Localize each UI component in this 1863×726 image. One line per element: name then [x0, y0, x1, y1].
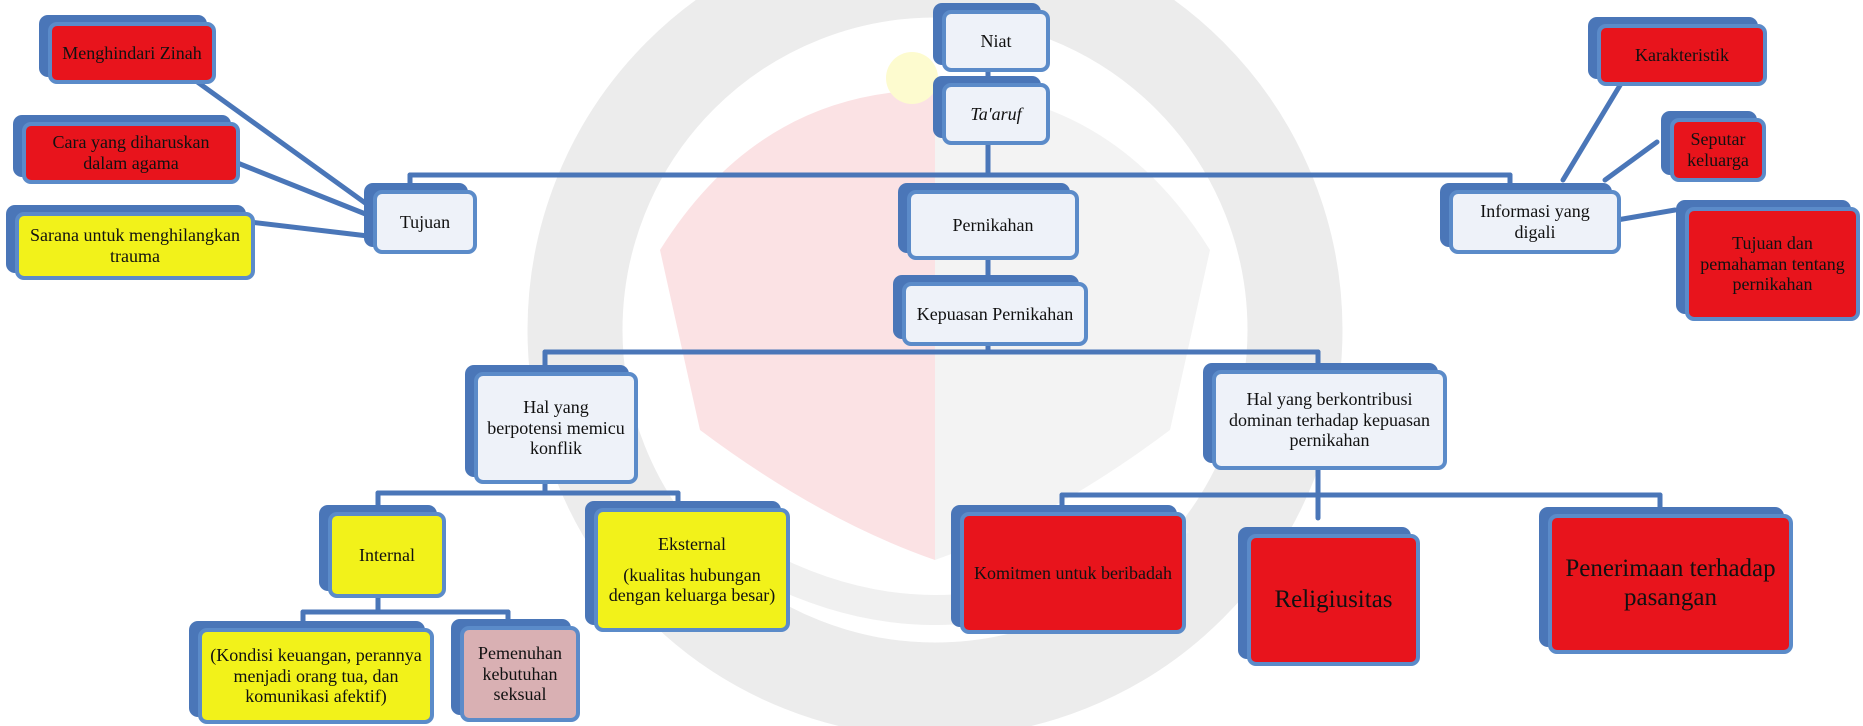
tujuan-label: Tujuan: [399, 211, 451, 232]
pernikahan-node: Pernikahan: [907, 190, 1079, 260]
cara-agama-node: Cara yang diharuskan dalam agama: [22, 122, 240, 184]
konflik-node: Hal yang berpotensi memicu konflik: [474, 372, 638, 484]
seputar-keluarga-label: Seputar keluarga: [1687, 129, 1749, 170]
eksternal-node: Eksternal (kualitas hubungan dengan kelu…: [594, 508, 790, 632]
informasi-node: Informasi yang digali: [1449, 190, 1621, 254]
kondisi-keuangan-label: (Kondisi keuangan, perannya menjadi oran…: [210, 644, 422, 707]
menghindari-zinah-label: Menghindari Zinah: [62, 42, 202, 63]
kepuasan-pernikahan-node: Kepuasan Pernikahan: [902, 282, 1088, 346]
pernikahan-label: Pernikahan: [952, 214, 1034, 235]
kepuasan-pernikahan-label: Kepuasan Pernikahan: [916, 303, 1074, 324]
cara-agama-label: Cara yang diharuskan dalam agama: [52, 132, 210, 173]
penerimaan-pasangan-label: Penerimaan terhadap pasangan: [1565, 555, 1776, 611]
karakteristik-node: Karakteristik: [1597, 24, 1767, 86]
eksternal-text: Eksternal (kualitas hubungan dengan kelu…: [604, 534, 780, 606]
eksternal-title: Eksternal: [658, 533, 726, 554]
religiusitas-node: Religiusitas: [1247, 534, 1420, 666]
karakteristik-label: Karakteristik: [1635, 44, 1729, 65]
informasi-label: Informasi yang digali: [1480, 201, 1590, 242]
tujuan-pemahaman-label: Tujuan dan pemahaman tentang pernikahan: [1700, 232, 1845, 295]
eksternal-detail: (kualitas hubungan dengan keluarga besar…: [608, 564, 776, 606]
taaruf-label: Ta'aruf: [970, 103, 1022, 124]
komitmen-beribadah-label: Komitmen untuk beribadah: [974, 562, 1172, 583]
niat-label: Niat: [980, 30, 1012, 51]
internal-label: Internal: [359, 544, 415, 565]
seputar-keluarga-node: Seputar keluarga: [1670, 118, 1766, 182]
kondisi-keuangan-node: (Kondisi keuangan, perannya menjadi oran…: [198, 628, 434, 724]
taaruf-node: Ta'aruf: [942, 83, 1050, 145]
kontribusi-node: Hal yang berkontribusi dominan terhadap …: [1212, 370, 1447, 470]
penerimaan-pasangan-node: Penerimaan terhadap pasangan: [1548, 514, 1793, 654]
menghindari-zinah-node: Menghindari Zinah: [48, 22, 216, 84]
pemenuhan-seksual-label: Pemenuhan kebutuhan seksual: [478, 642, 562, 705]
sarana-trauma-label: Sarana untuk menghilangkan trauma: [30, 225, 240, 266]
tujuan-pemahaman-node: Tujuan dan pemahaman tentang pernikahan: [1685, 207, 1860, 321]
niat-node: Niat: [942, 10, 1050, 72]
kontribusi-label: Hal yang berkontribusi dominan terhadap …: [1229, 388, 1430, 451]
religiusitas-label: Religiusitas: [1274, 585, 1393, 613]
sarana-trauma-node: Sarana untuk menghilangkan trauma: [15, 212, 255, 280]
konflik-label: Hal yang berpotensi memicu konflik: [487, 396, 625, 459]
komitmen-beribadah-node: Komitmen untuk beribadah: [960, 512, 1186, 634]
pemenuhan-seksual-node: Pemenuhan kebutuhan seksual: [460, 626, 580, 722]
tujuan-node: Tujuan: [373, 190, 477, 254]
internal-node: Internal: [328, 512, 446, 598]
